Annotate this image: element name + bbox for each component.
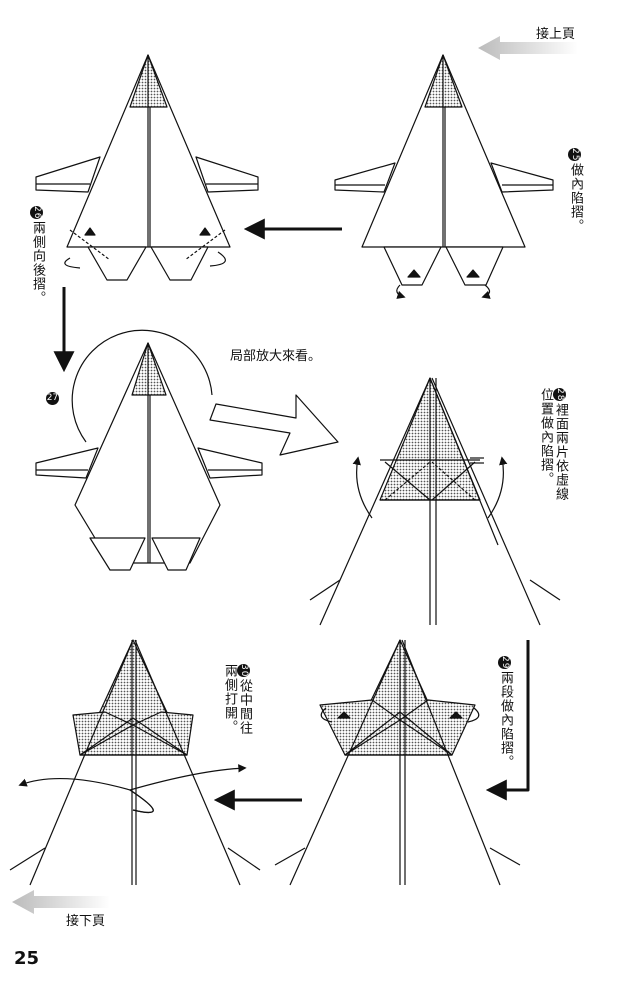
step-26-caption: 26兩側向後摺。 — [30, 206, 45, 305]
step-29-figure — [274, 639, 521, 886]
step-25-figure — [334, 54, 554, 299]
step-26-figure — [35, 54, 259, 281]
step-25-number: 25 — [568, 148, 581, 162]
step-25-caption: 25做內陷摺。 — [568, 148, 583, 233]
step-29-caption: 29兩段做內陷摺。 — [498, 656, 513, 769]
step-30-figure — [9, 639, 261, 886]
step-30-number: 30 — [237, 664, 250, 678]
continue-to-arrow-icon[interactable] — [12, 890, 110, 914]
step-28-figure — [309, 377, 561, 626]
step-30-caption: 30從中間往兩側打開。 — [222, 664, 252, 735]
step-25-text: 做內陷摺。 — [568, 163, 583, 233]
step-27-number-wrap: 27 — [46, 390, 59, 407]
step-26-text: 兩側向後摺。 — [30, 221, 45, 305]
step-29-number: 29 — [498, 656, 511, 670]
step-28-line2: 位置做內陷摺。 — [538, 388, 553, 486]
step-30-line2: 兩側打開。 — [222, 664, 237, 734]
step-29-text: 兩段做內陷摺。 — [498, 671, 513, 769]
page-number: 25 — [14, 948, 40, 969]
zoom-arrow-icon — [209, 394, 339, 456]
step-26-number: 26 — [30, 206, 43, 220]
step-27-note: 局部放大來看。 — [230, 349, 322, 364]
continue-from-label[interactable]: 接上頁 — [536, 27, 576, 42]
continue-from-arrow-icon[interactable] — [478, 36, 578, 60]
continue-to-label[interactable]: 接下頁 — [66, 914, 106, 929]
step-30-line1: 從中間往 — [237, 679, 252, 735]
step-27-figure — [35, 329, 263, 571]
step-28-caption: 28裡面兩片依虛線位置做內陷摺。 — [538, 388, 568, 501]
step-27-number: 27 — [46, 392, 59, 405]
flow-arrow-28-29 — [485, 640, 530, 801]
step-28-number: 28 — [553, 388, 566, 402]
step-28-line1: 裡面兩片依虛線 — [553, 403, 568, 501]
